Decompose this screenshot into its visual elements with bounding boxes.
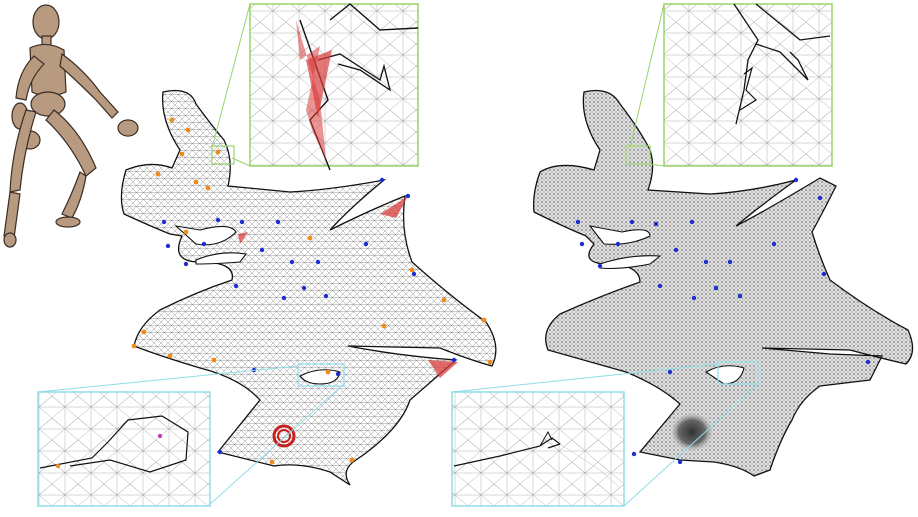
- left-cyan-zoom: [37, 363, 345, 507]
- left-green-zoom: [211, 3, 419, 171]
- left-zoom-inset-green: [249, 3, 419, 167]
- right-cyan-zoom: [451, 361, 759, 507]
- mannequin-figure: [3, 4, 139, 248]
- right-mesh-shape: [532, 89, 914, 477]
- right-zoom-inset-green: [663, 3, 833, 167]
- right-interior-vertices: [575, 177, 871, 465]
- right-green-zoom: [625, 3, 833, 167]
- right-dense-region: [670, 412, 714, 452]
- left-zoom-inset-cyan: [37, 391, 211, 507]
- left-red-ring: [272, 424, 296, 448]
- right-zoom-inset-cyan: [451, 391, 625, 507]
- left-boundary-vertices: [131, 117, 493, 465]
- left-interior-vertices: [161, 177, 457, 455]
